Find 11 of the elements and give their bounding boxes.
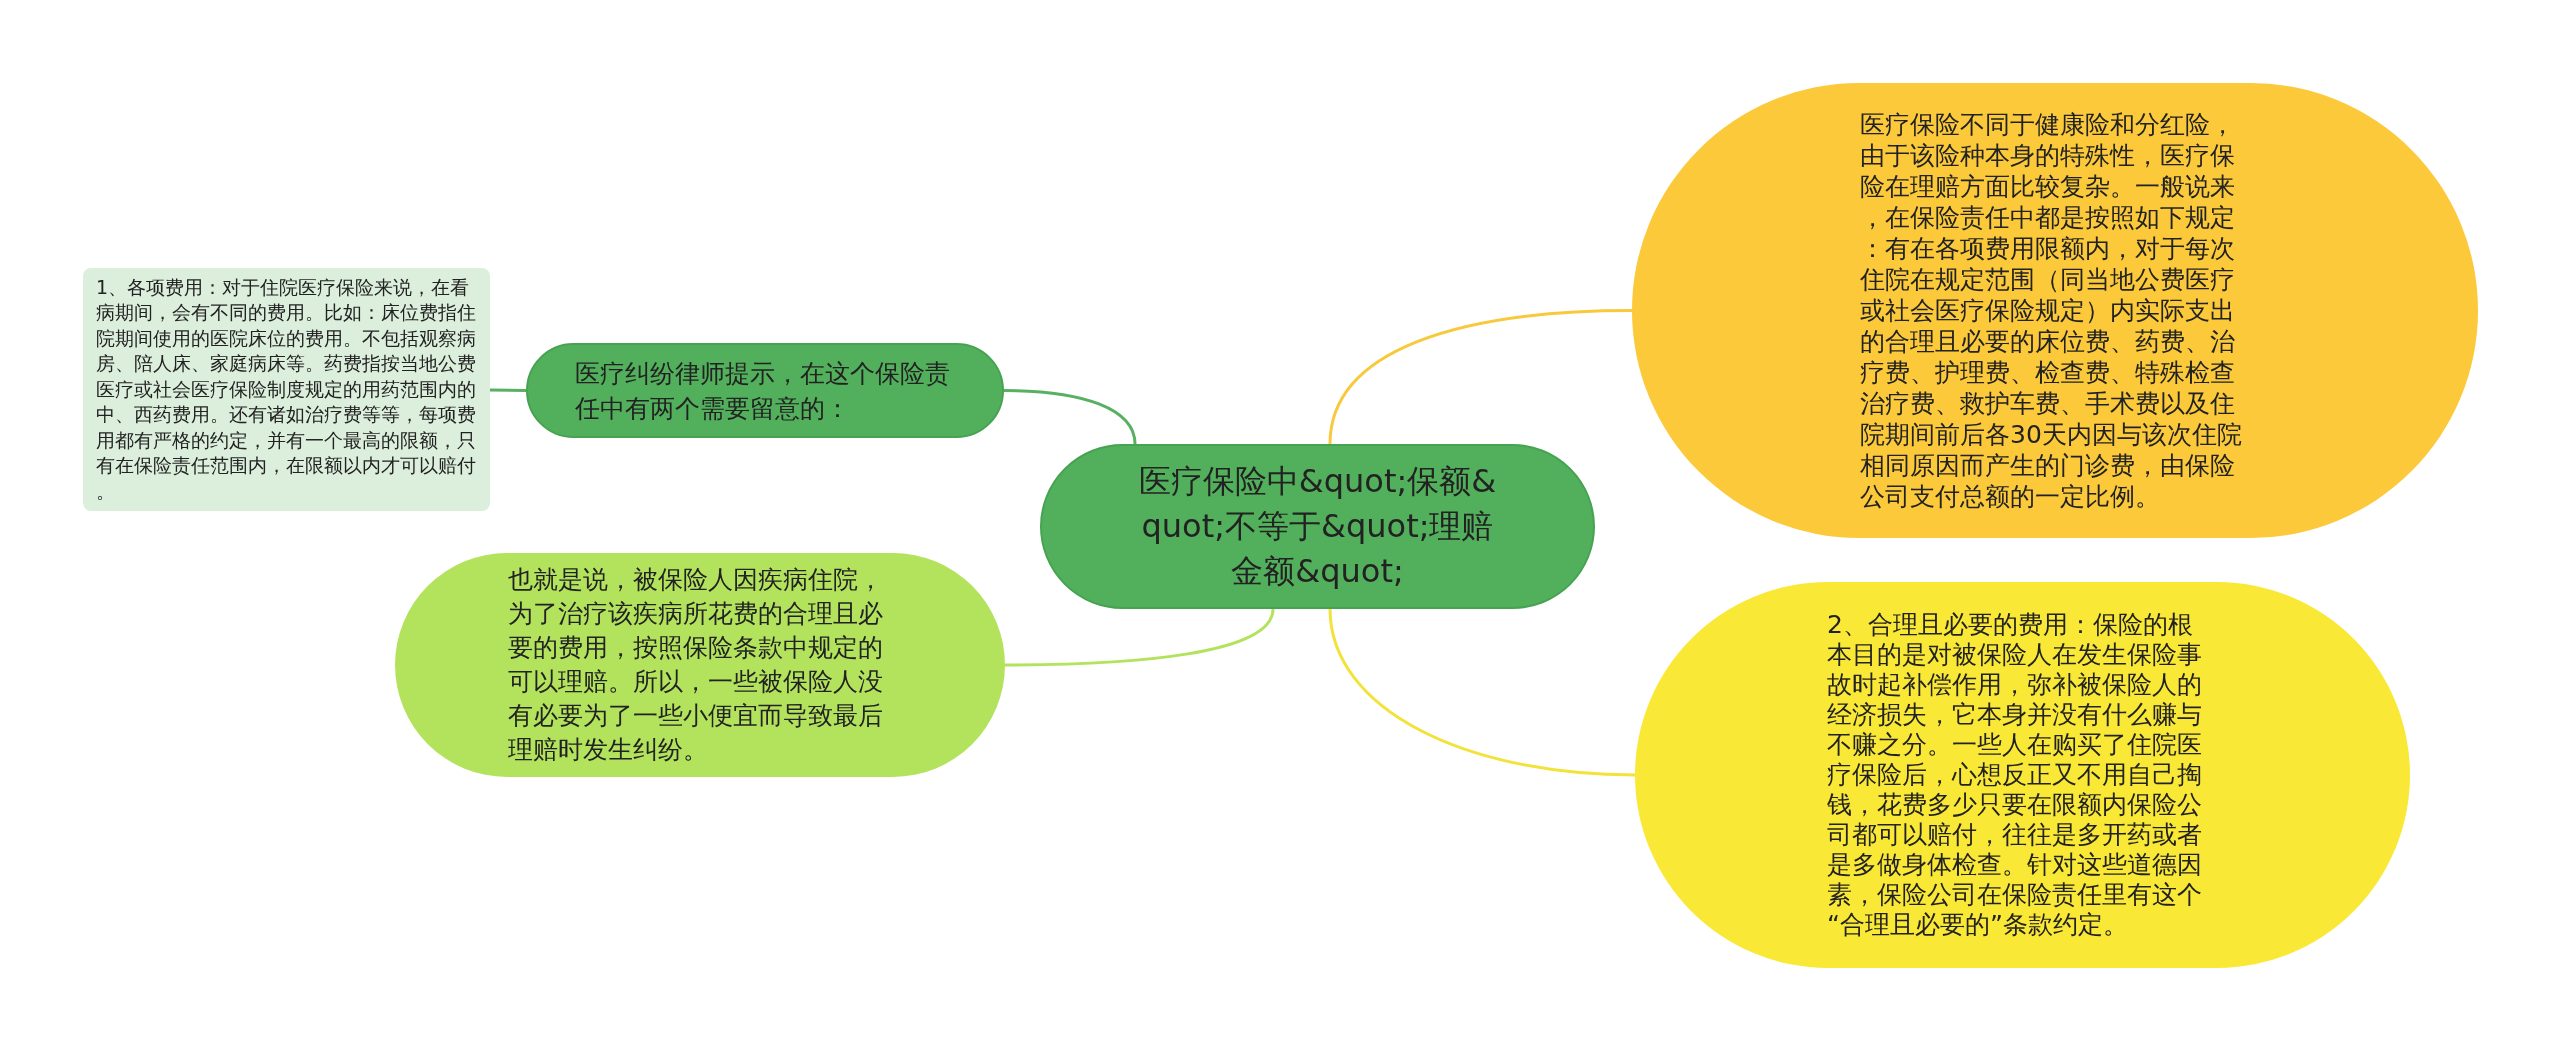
central-topic: 医疗保险中&quot;保额&quot;不等于&quot;理赔金额&quot; [1040,444,1595,609]
note-box: 1、各项费用：对于住院医疗保险来说，在看病期间，会有不同的费用。比如：床位费指住院期间使用的医院床位的费用。不包括观察病房、陪人床、家庭病床等。药费指按当地公费医疗或社会医疗保险制度规定的用药范围内的中、西药费用。还有诸如治疗费等等，每项费用都有严格的约定，并有一个最高的限额，只有在保险责任范围内，在限额以内才可以赔付。 [83,268,490,511]
connector-line [1005,608,1275,667]
topic-bubble: 医疗纠纷律师提示，在这个保险责任中有两个需要留意的： [526,343,1004,438]
topic-bubble: 医疗保险不同于健康险和分红险，由于该险种本身的特殊性，医疗保险在理赔方面比较复杂。一般说来，在保险责任中都是按照如下规定：有在各项费用限额内，对于每次住院在规定范围（同当地公费医疗或社会医疗保险规定）内实际支出的合理且必要的床位费、药费、治疗费、护理费、检查费、特殊检查治疗费、救护车费、手术费以及住院期间前后各30天内因与该次住院相同原因而产生的门诊费，由保险公司支付总额的一定比例。 [1632,83,2478,538]
topic-bubble: 2、合理且必要的费用：保险的根本目的是对被保险人在发生保险事故时起补偿作用，弥补被保险人的经济损失，它本身并没有什么赚与不赚之分。一些人在购买了住院医疗保险后，心想反正又不用自己掏钱，花费多少只要在限额内保险公司都可以赔付，往往是多开药或者是多做身体检查。针对这些道德因素，保险公司在保险责任里有这个“合理且必要的”条款约定。 [1635,582,2410,968]
topic-bubble: 也就是说，被保险人因疾病住院，为了治疗该疾病所花费的合理且必要的费用，按照保险条款中规定的可以理赔。所以，一些被保险人没有必要为了一些小便宜而导致最后理赔时发生纠纷。 [395,553,1005,777]
connector-line [1328,608,1636,777]
connector-line [1328,309,1633,445]
connector-line [1003,389,1137,445]
connector-line [489,388,527,392]
